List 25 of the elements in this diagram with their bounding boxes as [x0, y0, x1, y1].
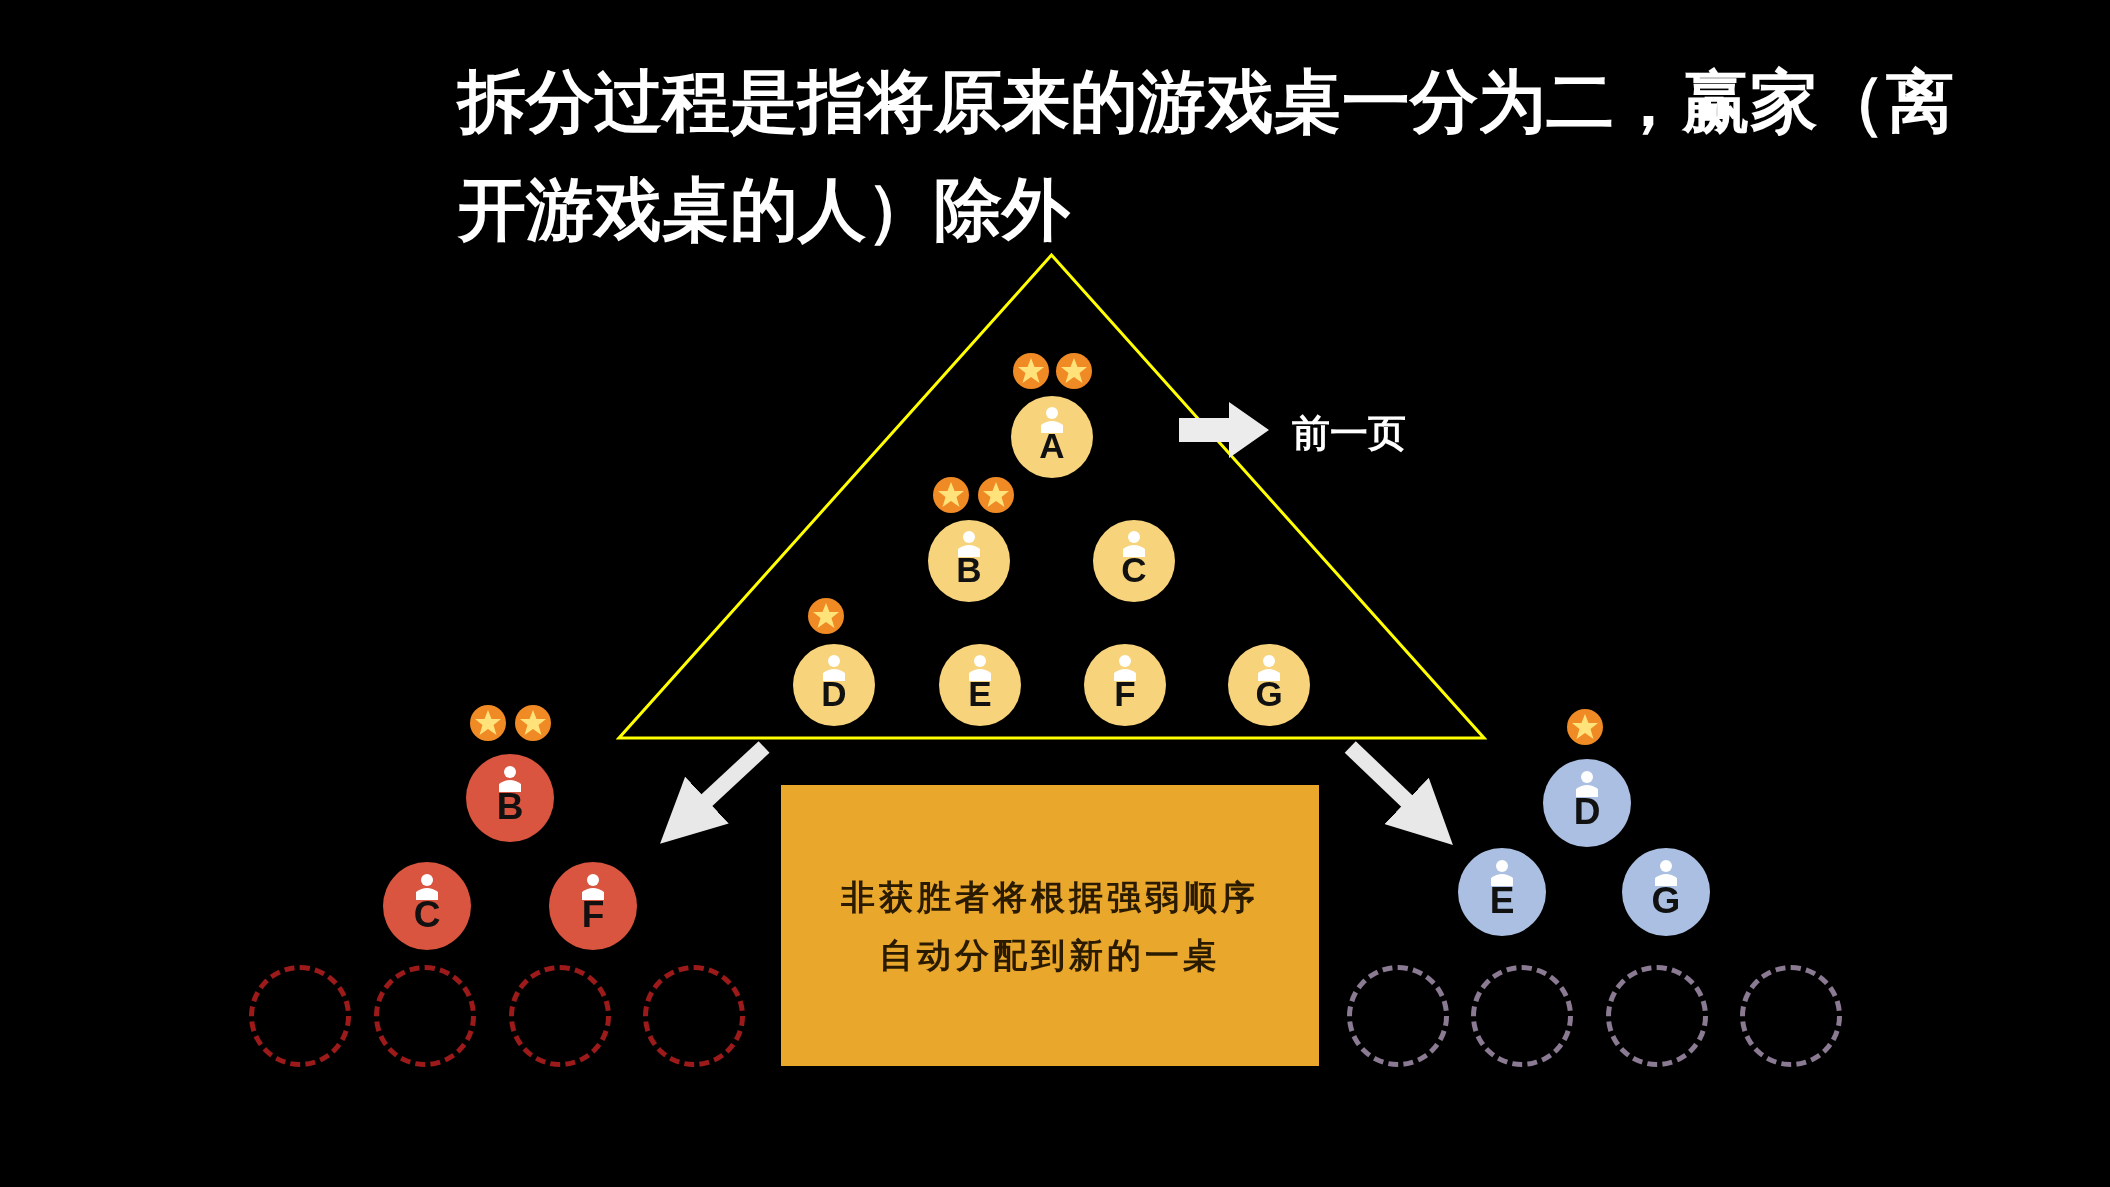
player-letter: G [1255, 674, 1283, 714]
empty-seat-circle [249, 965, 351, 1067]
empty-seat-circle [509, 965, 611, 1067]
player-letter: C [413, 894, 441, 936]
player-letter: G [1651, 880, 1681, 922]
player-letter: A [1039, 426, 1065, 466]
empty-seat-circle [374, 965, 476, 1067]
empty-seat-circle [1740, 965, 1842, 1067]
player-letter: B [956, 550, 982, 590]
nav-label: 前一页 [1292, 410, 1406, 457]
player-letter: D [1573, 791, 1601, 833]
empty-seat-circle [1347, 965, 1449, 1067]
note-box [781, 785, 1319, 1066]
player-letter: F [581, 894, 605, 936]
player-letter: E [1489, 880, 1515, 922]
player-letter: C [1121, 550, 1147, 590]
player-letter: E [968, 674, 992, 714]
player-letter: D [821, 674, 847, 714]
slide-title: 拆分过程是指将原来的游戏桌一分为二，赢家（离开游戏桌的人）除外 [458, 61, 1955, 251]
empty-seat-circle [1471, 965, 1573, 1067]
empty-seat-circle [1606, 965, 1708, 1067]
player-letter: B [496, 786, 524, 828]
empty-seat-circle [643, 965, 745, 1067]
note-text: 非获胜者将根据强弱顺序自动分配到新的一桌 [840, 875, 1260, 977]
player-letter: F [1114, 674, 1136, 714]
